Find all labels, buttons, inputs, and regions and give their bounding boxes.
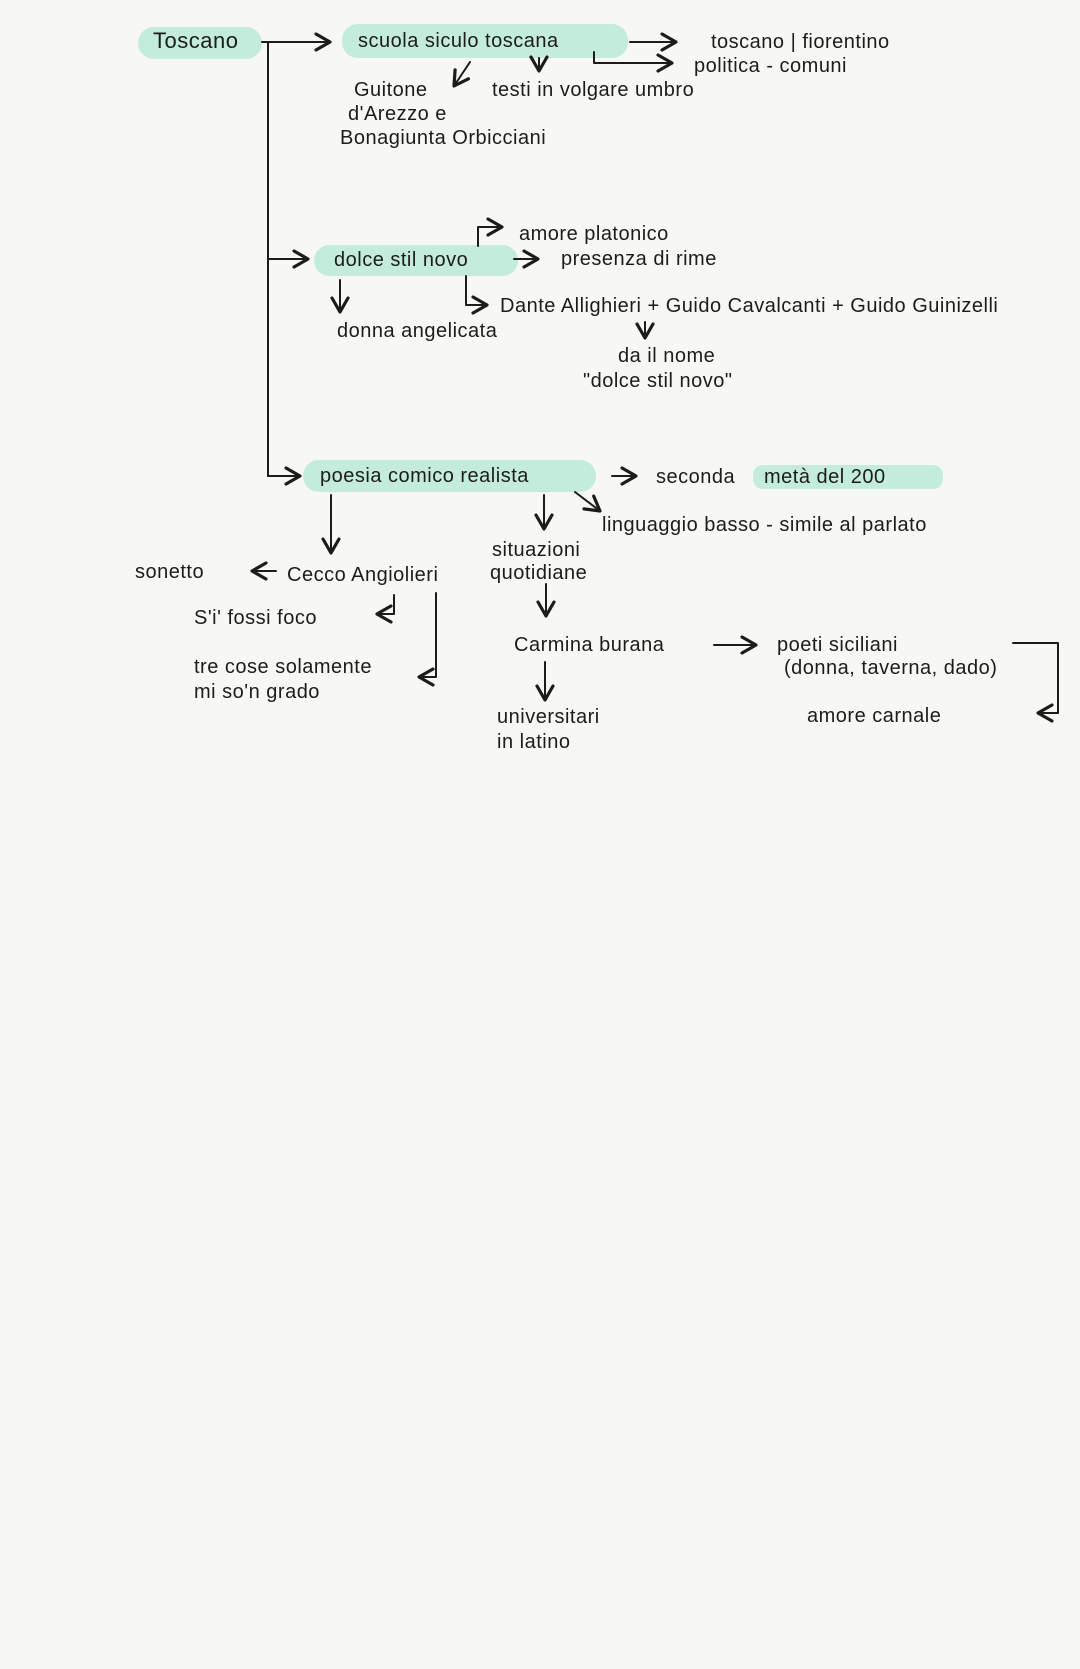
stilnovo-highlight <box>314 245 518 276</box>
toscano-fiorentino: toscano | fiorentino <box>711 31 890 53</box>
nome-line-1: da il nome <box>618 345 716 367</box>
situazioni-line-2: quotidiane <box>490 562 588 584</box>
tre-cose-line-2: mi so'n grado <box>194 681 320 703</box>
scuola-node: scuola siculo toscana <box>358 30 559 52</box>
periodo-seconda: seconda <box>656 466 736 488</box>
nome-line-2: "dolce stil novo" <box>583 370 733 392</box>
root-highlight <box>138 27 262 59</box>
authors-line-1: Guitone <box>354 79 428 101</box>
periodo-meta: metà del 200 <box>764 466 886 488</box>
authors-line-3: Bonagiunta Orbicciani <box>340 127 547 149</box>
situazioni-line-1: situazioni <box>492 539 581 561</box>
temi: (donna, taverna, dado) <box>784 657 998 679</box>
comico-highlight <box>303 460 596 492</box>
root-node: Toscano <box>153 28 239 53</box>
universitari-line-1: universitari <box>497 706 600 728</box>
stilnovo-node: dolce stil novo <box>334 249 469 271</box>
amore-carnale: amore carnale <box>807 705 942 727</box>
tre-cose-line-1: tre cose solamente <box>194 656 372 678</box>
testi-volgare: testi in volgare umbro <box>492 79 695 101</box>
sonetto: sonetto <box>135 561 205 583</box>
cecco-angiolieri: Cecco Angiolieri <box>287 564 439 586</box>
politica-comuni: politica - comuni <box>694 55 848 77</box>
comico-node: poesia comico realista <box>320 465 529 487</box>
authors-line-2: d'Arezzo e <box>348 103 447 125</box>
meta-highlight <box>753 465 943 489</box>
universitari-line-2: in latino <box>497 731 571 753</box>
linguaggio: linguaggio basso - simile al parlato <box>602 514 927 536</box>
amore-platonico: amore platonico <box>519 223 669 245</box>
poeti-siciliani: poeti siciliani <box>777 634 898 656</box>
poets: Dante Allighieri + Guido Cavalcanti + Gu… <box>500 295 999 317</box>
fossi-foco: S'i' fossi foco <box>194 607 317 629</box>
presenza-rime: presenza di rime <box>561 248 717 270</box>
carmina-burana: Carmina burana <box>514 634 665 656</box>
donna-angelicata: donna angelicata <box>337 320 498 342</box>
scuola-highlight <box>342 24 628 58</box>
